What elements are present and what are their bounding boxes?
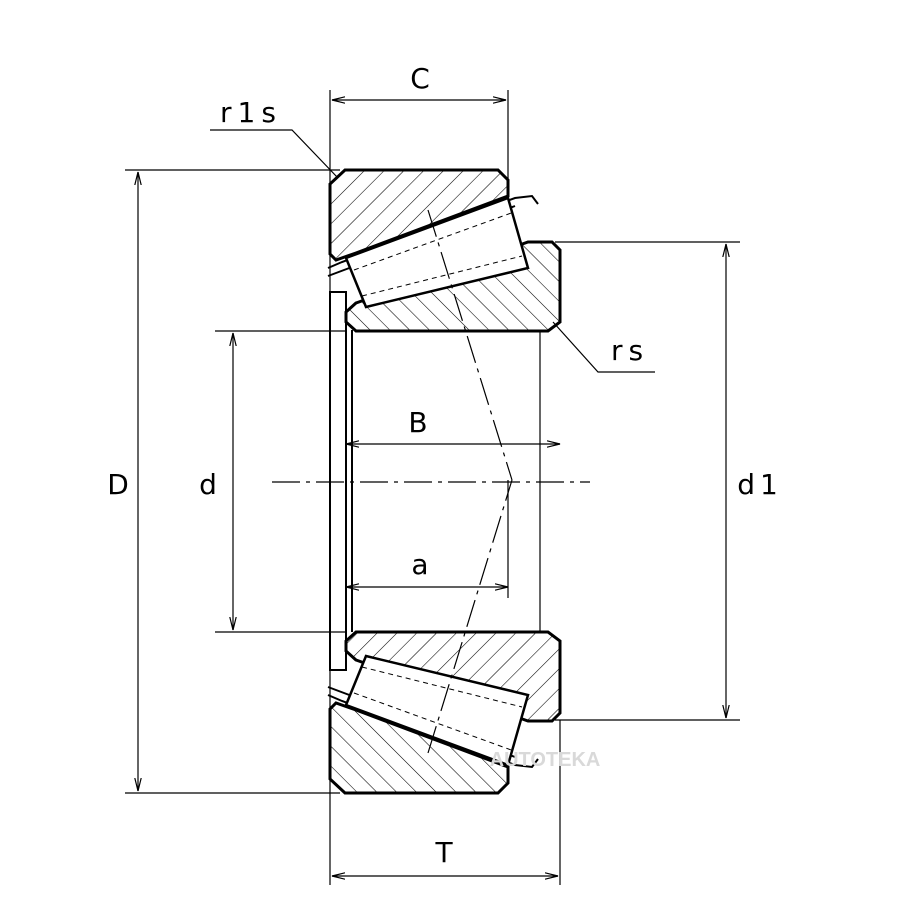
label-d: d bbox=[199, 468, 217, 501]
label-C: C bbox=[410, 62, 430, 95]
dimension-labels: C r1s rs D d d1 B a T bbox=[107, 62, 783, 869]
roller-bottom bbox=[344, 654, 530, 767]
label-a: a bbox=[411, 548, 428, 581]
leader-r1s bbox=[210, 129, 339, 179]
watermark: AUTOTEKA bbox=[490, 749, 601, 771]
label-r1s: r1s bbox=[220, 96, 282, 129]
leader-lines bbox=[210, 129, 655, 373]
dimension-lines bbox=[138, 100, 726, 876]
label-T: T bbox=[434, 836, 453, 869]
roller-top bbox=[344, 196, 530, 309]
roller-axes bbox=[427, 209, 513, 754]
label-D: D bbox=[107, 468, 129, 501]
label-B: B bbox=[408, 406, 427, 439]
leader-rs bbox=[552, 321, 655, 373]
label-d1: d1 bbox=[737, 468, 783, 501]
bore-outline bbox=[329, 291, 541, 671]
label-rs: rs bbox=[611, 334, 649, 367]
